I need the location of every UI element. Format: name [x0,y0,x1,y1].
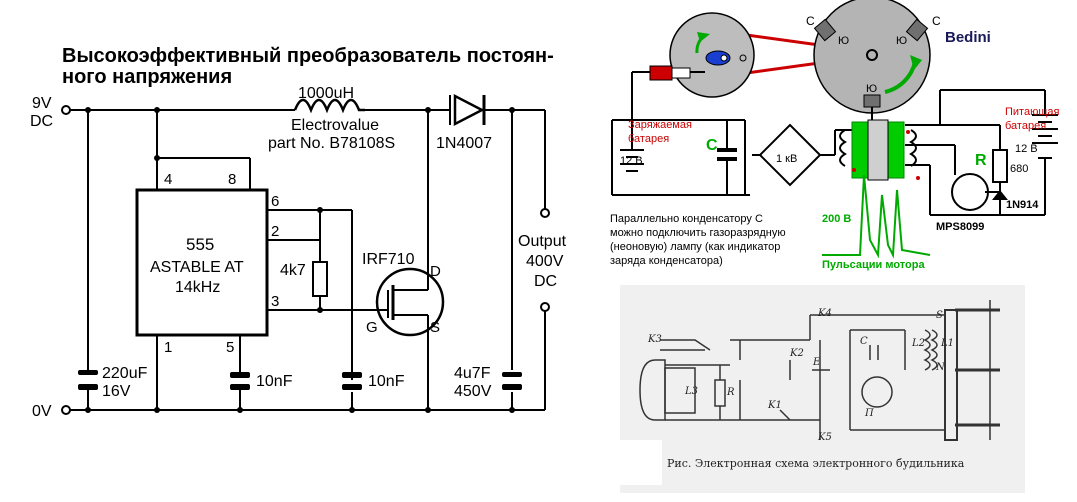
transistor-label: MPS8099 [936,221,984,233]
input-dc-label: DC [30,113,53,130]
output-top-terminal [540,208,550,218]
mosfet-g-label: G [366,319,378,336]
pole-s1: С [806,14,815,28]
pin3-label: 3 [271,293,279,310]
cap4-voltage-label: 450V [454,383,492,400]
pin6-label: 6 [271,193,279,210]
pole-n1: Ю [838,35,849,47]
alarm-l3-label: L3 [684,386,698,397]
cap1-voltage-label: 16V [102,383,131,400]
alarm-k5-label: K5 [817,432,832,443]
ground-terminal [61,405,71,415]
output-label: Output [518,233,567,250]
mosfet-s-label: S [430,319,440,336]
pulse-label: Пульсации мотора [822,259,925,271]
input-voltage-label: 9V [32,95,52,112]
diode-label: 1N4007 [436,135,492,152]
alarm-circuit-diagram [639,300,1000,441]
output-voltage-label: 400V [526,253,564,270]
inductor-brand-label: Electrovalue [291,117,379,134]
inductor-part-label: part No. B78108S [268,135,395,152]
pin5-label: 5 [226,339,234,356]
pole-n2: Ю [896,35,907,47]
supply-battery-voltage: 12 В [1015,143,1038,155]
ic-frequency-label: 14kHz [175,279,220,296]
ic-name-label: 555 [186,235,214,254]
note-line4: заряда конденсатора) [610,255,723,267]
pole-s2: С [932,14,941,28]
inductor-symbol [293,98,365,114]
pin2-label: 2 [271,223,279,240]
alarm-n-label: N [935,362,946,373]
output-bottom-terminal [540,302,550,312]
cap2-label: 10nF [256,373,293,390]
alarm-k1-label: K1 [767,400,782,411]
diode-1n4007-symbol [453,93,485,127]
supply-battery-label-2: батарея [1005,120,1046,132]
ground-label: 0V [32,403,52,420]
charge-battery-label-2: батарея [628,133,669,145]
mosfet-d-label: D [430,263,441,280]
bedini-diagram [611,0,1058,259]
charge-battery-voltage: 12 В [620,155,643,167]
pin8-label: 8 [228,171,236,188]
resistor-value-label: 680 [1010,163,1028,175]
note-line2: можно подключить газоразрядную [610,227,786,239]
mosfet-label: IRF710 [362,251,415,268]
alarm-caption: Рис. Электронная схема электронного буди… [667,457,965,470]
alarm-l2-label: L2 [911,338,925,349]
cap4-value-label: 4u7F [454,365,491,382]
bridge-label: 1 кВ [776,153,797,165]
junction-dots [85,107,515,413]
note-line3: (неоновую) лампу (как индикатор [610,241,780,253]
pin4-label: 4 [164,171,172,188]
pole-n3: Ю [866,83,877,95]
note-line1: Параллельно конденсатору С [610,213,763,225]
alarm-k3-label: K3 [647,334,662,345]
converter-title-line1: Высокоэффективный преобразователь постоя… [62,45,554,67]
resistor-r-label: R [975,152,987,169]
bedini-title: Bedini [945,29,991,46]
alarm-k4-label: K4 [817,308,832,319]
dc-converter-diagram [70,95,546,411]
capacitor-plates [78,370,522,390]
supply-battery-label-1: Питающая [1005,106,1060,118]
cap3-label: 10nF [368,373,405,390]
output-dc-label: DC [534,273,557,290]
pin1-label: 1 [164,339,172,356]
alarm-c-label: C [860,336,868,347]
converter-title-line2: ного напряжения [62,66,232,88]
charge-battery-label-1: Заряжаемая [628,119,692,131]
ic-mode-label: ASTABLE AT [150,259,244,276]
inductor-value-label: 1000uH [298,85,354,102]
pulse-voltage-label: 200 В [822,213,851,225]
alarm-e-label: E [812,357,821,368]
alarm-r-label: R [726,387,735,398]
alarm-l1-label: L1 [940,338,954,349]
capacitor-c-label: C [706,137,718,154]
cap1-value-label: 220uF [102,365,148,382]
pulse-waveform [822,174,931,259]
input-plus-terminal [61,105,71,115]
alarm-k2-label: K2 [789,348,804,359]
alarm-t-label: П [864,408,874,419]
diode-1n914-label: 1N914 [1006,199,1039,211]
resistor-label: 4k7 [280,262,306,279]
alarm-s-label: S [936,310,943,321]
